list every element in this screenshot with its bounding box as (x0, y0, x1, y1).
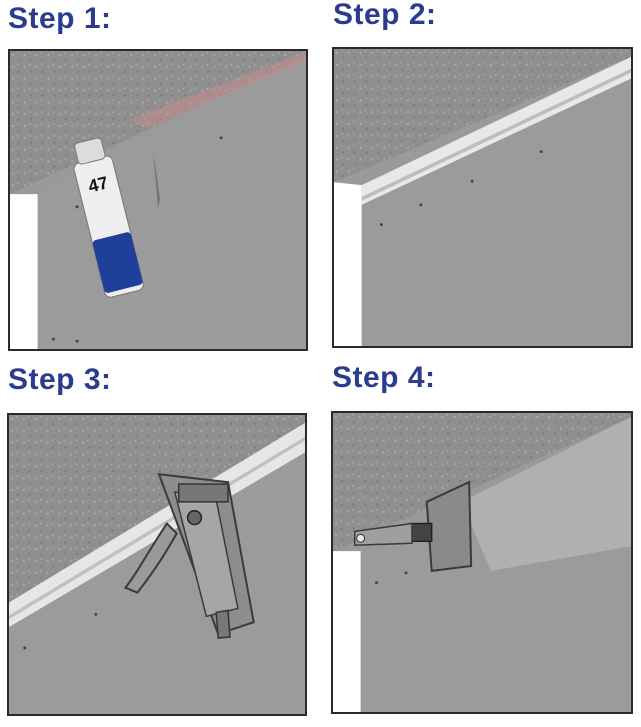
spray-can-label: 47 (86, 172, 110, 196)
step-4-title: Step 4: (332, 361, 436, 394)
step-4-panel (331, 411, 633, 714)
ceiling-surface (9, 415, 305, 603)
spray-can-icon: 47 (73, 137, 144, 298)
step-2-panel (332, 47, 633, 348)
step-3-title: Step 3: (8, 363, 112, 396)
putty-knife-icon (353, 480, 473, 572)
step-3-illustration (9, 415, 305, 714)
step-1-illustration: 47 (10, 51, 306, 349)
step-2-title: Step 2: (333, 0, 437, 31)
step-1-title: Step 1: (8, 2, 112, 35)
step-1-panel: 47 (8, 49, 308, 351)
ceiling-surface (333, 413, 631, 552)
staple-gun-icon (123, 473, 255, 639)
cornice-strip (9, 422, 305, 628)
ceiling-surface (334, 49, 631, 183)
step-2-illustration (334, 49, 631, 346)
step-4-illustration (333, 413, 631, 712)
step-3-panel (7, 413, 307, 716)
wall-surface (361, 78, 631, 346)
